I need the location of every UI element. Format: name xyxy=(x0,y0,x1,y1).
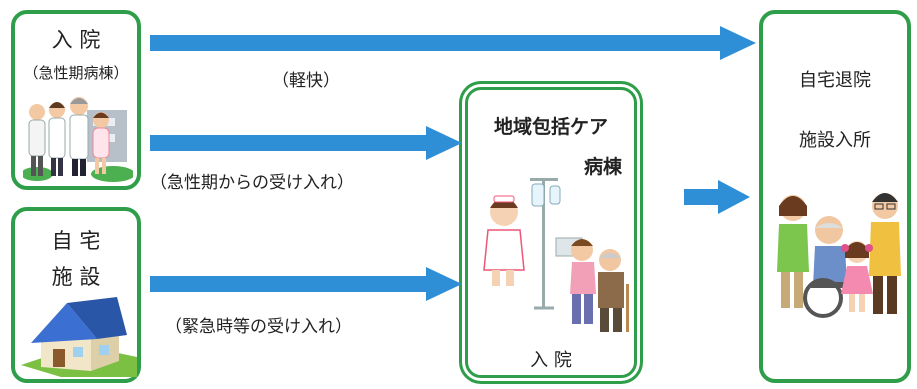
nurse-patient-illustration xyxy=(483,178,629,332)
family-illustration xyxy=(777,193,901,318)
acute-ward-box: 入 院 （急性期病棟） xyxy=(11,10,141,190)
arrow-emergency-label: （緊急時等の受け入れ） xyxy=(165,317,352,337)
discharge-box: 自宅退院 施設入所 xyxy=(759,10,911,383)
medical-staff-illustration xyxy=(23,97,133,182)
home-label: 自 宅 xyxy=(51,229,101,253)
community-care-title: 地域包括ケア xyxy=(493,116,608,138)
home-facility-box: 自 宅 施 設 xyxy=(11,207,141,383)
community-care-footer: 入 院 xyxy=(530,350,572,371)
arrow-from-acute xyxy=(150,126,462,160)
discharge-home-label: 自宅退院 xyxy=(799,70,871,91)
community-care-subtitle: 病棟 xyxy=(584,156,623,178)
arrow-recovery-label: （軽快） xyxy=(272,71,340,91)
arrow-from-acute-label: （急性期からの受け入れ） xyxy=(150,173,354,193)
facility-label: 施 設 xyxy=(51,265,101,289)
community-care-ward-box: 地域包括ケア 病棟 入 院 xyxy=(465,87,637,378)
facility-admission-label: 施設入所 xyxy=(799,130,871,151)
house-illustration xyxy=(21,297,137,377)
acute-ward-subtitle: （急性期病棟） xyxy=(23,64,129,82)
arrow-recovery xyxy=(150,26,756,60)
arrow-emergency xyxy=(150,267,462,301)
arrow-to-discharge xyxy=(684,180,750,214)
acute-ward-title: 入 院 xyxy=(51,28,101,52)
